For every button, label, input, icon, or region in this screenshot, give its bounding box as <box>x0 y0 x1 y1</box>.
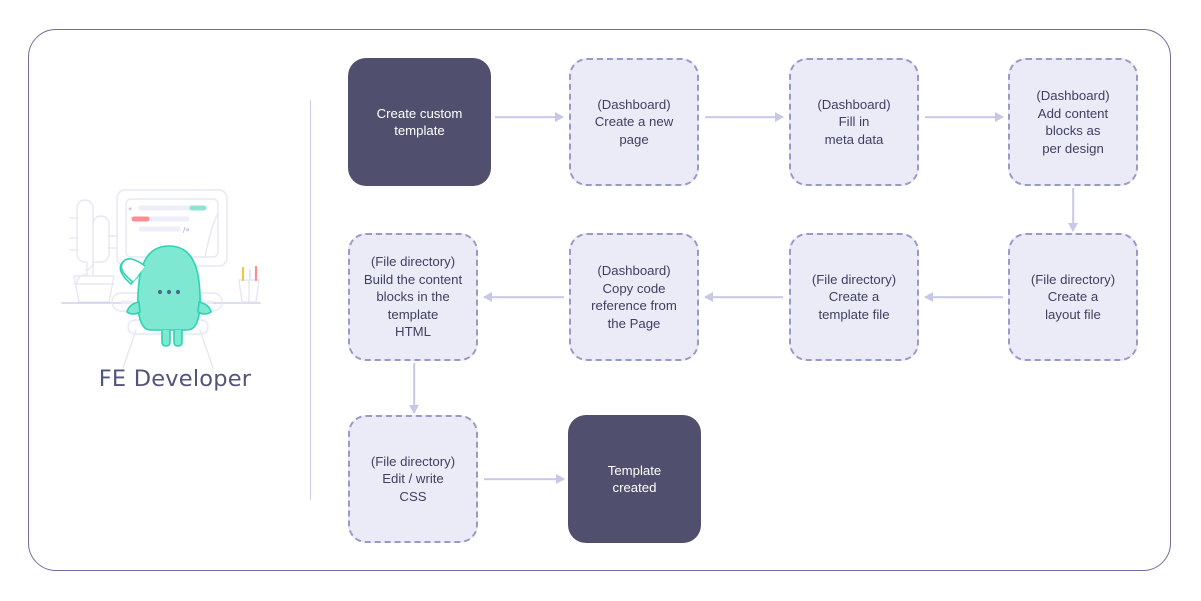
arrow-shaft <box>925 116 1003 118</box>
arrow-shaft <box>484 478 564 480</box>
arrow-layout-file-to-template-file <box>924 291 1003 303</box>
mascot-character <box>119 245 212 347</box>
arrow-new-page-to-meta-data <box>705 111 784 123</box>
flow-node-build-content-blocks[interactable]: (File directory) Build the content block… <box>348 233 478 361</box>
arrow-create-template-to-new-page <box>495 111 564 123</box>
arrow-template-file-to-copy-code <box>704 291 783 303</box>
arrow-build-blocks-to-edit-css <box>408 363 420 414</box>
arrow-edit-css-to-template-created <box>484 473 565 485</box>
flow-node-create-a-new-page[interactable]: (Dashboard) Create a new page <box>569 58 699 186</box>
flow-node-create-a-template-file[interactable]: (File directory) Create a template file <box>789 233 919 361</box>
arrow-shaft <box>925 296 1003 298</box>
arrow-meta-data-to-add-blocks <box>925 111 1004 123</box>
arrow-head <box>704 292 713 302</box>
arrow-head <box>924 292 933 302</box>
arrow-shaft <box>705 296 783 298</box>
flow-node-edit-write-css[interactable]: (File directory) Edit / write CSS <box>348 415 478 543</box>
arrow-head <box>1068 223 1078 232</box>
flow-node-template-created[interactable]: Template created <box>568 415 701 543</box>
arrow-head <box>483 292 492 302</box>
pencil-cup <box>238 279 260 303</box>
arrow-head <box>409 405 419 414</box>
fe-developer-illustration: « /» <box>50 180 300 400</box>
cactus-plant <box>69 199 117 303</box>
arrow-head <box>775 112 784 122</box>
arrow-shaft <box>484 296 564 298</box>
arrow-add-blocks-to-layout-file <box>1067 188 1079 232</box>
flow-node-copy-code-reference[interactable]: (Dashboard) Copy code reference from the… <box>569 233 699 361</box>
arrow-shaft <box>495 116 563 118</box>
flow-node-create-a-layout-file[interactable]: (File directory) Create a layout file <box>1008 233 1138 361</box>
outer-frame-border <box>28 29 1171 571</box>
vertical-divider <box>310 100 312 500</box>
arrow-copy-code-to-build-blocks <box>483 291 564 303</box>
illustration-caption: FE Developer <box>98 366 252 392</box>
arrow-shaft <box>705 116 783 118</box>
mascot-face-dots <box>157 289 181 295</box>
svg-text:«: « <box>128 205 132 213</box>
flow-node-add-content-blocks[interactable]: (Dashboard) Add content blocks as per de… <box>1008 58 1138 186</box>
arrow-shaft <box>413 363 415 413</box>
arrow-head <box>555 112 564 122</box>
svg-text:/»: /» <box>183 226 190 234</box>
arrow-head <box>995 112 1004 122</box>
flow-node-fill-in-meta-data[interactable]: (Dashboard) Fill in meta data <box>789 58 919 186</box>
arrow-head <box>556 474 565 484</box>
arrow-shaft <box>1072 188 1074 231</box>
flow-node-create-custom-template[interactable]: Create custom template <box>348 58 491 186</box>
